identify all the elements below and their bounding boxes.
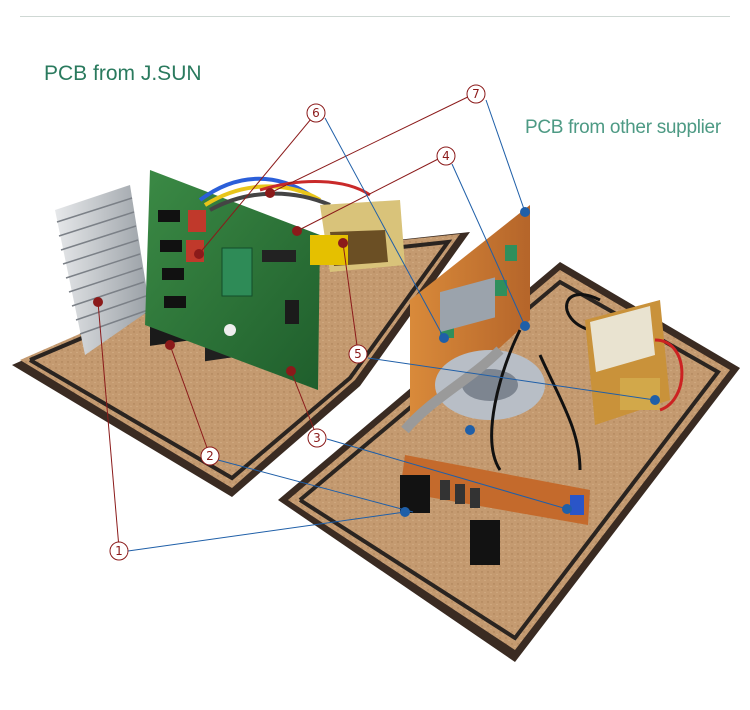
other-callout-dots: [400, 207, 660, 517]
jsun-pcb-title: PCB from J.SUN: [44, 62, 202, 85]
callout-3-number: 3: [313, 431, 321, 445]
callout-2-number: 2: [206, 449, 214, 463]
callout-7-number: 7: [472, 87, 480, 101]
other-supplier-board: [278, 205, 740, 662]
top-divider: [20, 16, 730, 17]
callout-4-number: 4: [442, 149, 450, 163]
callout-5: 5: [348, 344, 368, 364]
heatsink: [55, 185, 150, 355]
callout-1: 1: [109, 541, 129, 561]
other-transformer: [585, 300, 684, 425]
callout-7: 7: [466, 84, 486, 104]
callout-3: 3: [307, 428, 327, 448]
jsun-pcb: [145, 170, 320, 390]
jsun-callout-lines: [97, 92, 477, 549]
callout-6: 6: [306, 103, 326, 123]
callout-5-number: 5: [354, 347, 362, 361]
callout-4: 4: [436, 146, 456, 166]
jsun-callout-dots: [93, 188, 348, 376]
other-callout-lines: [127, 99, 656, 552]
other-pcb-strip: [400, 455, 590, 565]
callout-1-number: 1: [115, 544, 123, 558]
other-supplier-pcb-title: PCB from other supplier: [525, 117, 721, 138]
callout-6-number: 6: [312, 106, 320, 120]
callout-2: 2: [200, 446, 220, 466]
jsun-transformer: [310, 200, 405, 272]
